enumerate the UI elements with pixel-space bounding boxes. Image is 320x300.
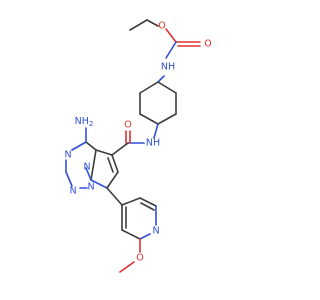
bond-pyrrole-1 (95, 149, 113, 156)
atom-triazine-n-bottom: N (83, 162, 90, 173)
atom-amide-o: O (124, 120, 131, 131)
bond-nh-cyclohexyl (157, 75, 165, 83)
bond-ethyl-ch3-ch2 (129, 19, 148, 31)
bond-amide-c-pyrrole (111, 142, 129, 156)
atom-amide-nh: NH (146, 138, 160, 149)
bond-pyridine-2-double (140, 202, 155, 211)
bond-cyclohexane-1 (157, 81, 177, 94)
bond-pyrrole-5 (90, 149, 97, 181)
bond-triazine-c-c-amine (85, 141, 97, 151)
atom-amine-nh2: NH2 (75, 116, 94, 129)
bond-pyrrole-2-double (107, 157, 114, 173)
bond-triazine-n-bridge (85, 167, 92, 181)
bond-pyridine-n-c (139, 233, 151, 240)
bond-layer (65, 19, 201, 273)
bond-triazine-c-n-left (65, 171, 73, 187)
bond-pyrrole-c-bridgehead-n (90, 179, 108, 189)
bond-ethyl-ch2-o (146, 19, 159, 27)
bond-triazine-c-n-top (71, 141, 87, 151)
atom-bridgehead-n: N (87, 182, 94, 193)
atom-carbamate-nh: NH (161, 62, 175, 73)
bond-pyrrole-3 (106, 171, 119, 189)
atom-pyridine-n: N (152, 226, 159, 237)
bond-ester-o-carbonyl-c (165, 28, 177, 43)
bond-pyrrole-2 (111, 154, 119, 173)
bond-carbamate-c-nh (165, 41, 177, 59)
bond-pyridine-4 (121, 229, 141, 240)
chemical-structure-diagram: O O NH O NH NH2 N N N N N O (64, 19, 212, 273)
atom-amine-nh: NH (75, 116, 89, 127)
bond-pyridine-2 (139, 197, 157, 207)
bond-cyclohexyl-amide-nh (153, 123, 159, 139)
atom-carbamate-o: O (204, 39, 211, 50)
atom-amine-subscript: 2 (89, 120, 93, 128)
bond-pyrrole-pyridine (106, 187, 123, 206)
bond-cyclohexane-3 (157, 113, 177, 125)
atom-triazine-n-top: N (64, 150, 71, 161)
atom-ester-o: O (158, 21, 165, 32)
bond-cyclohexane-4 (139, 113, 159, 125)
atom-triazine-n-left: N (69, 186, 76, 197)
bond-cyclohexane-6 (139, 81, 159, 94)
bond-pyridine-1 (121, 197, 141, 206)
atom-methoxy-o: O (136, 253, 143, 264)
atom-label-layer: O O NH O NH NH2 N N N N N O (64, 21, 211, 264)
bond-methoxy-o-ch3 (119, 261, 135, 273)
